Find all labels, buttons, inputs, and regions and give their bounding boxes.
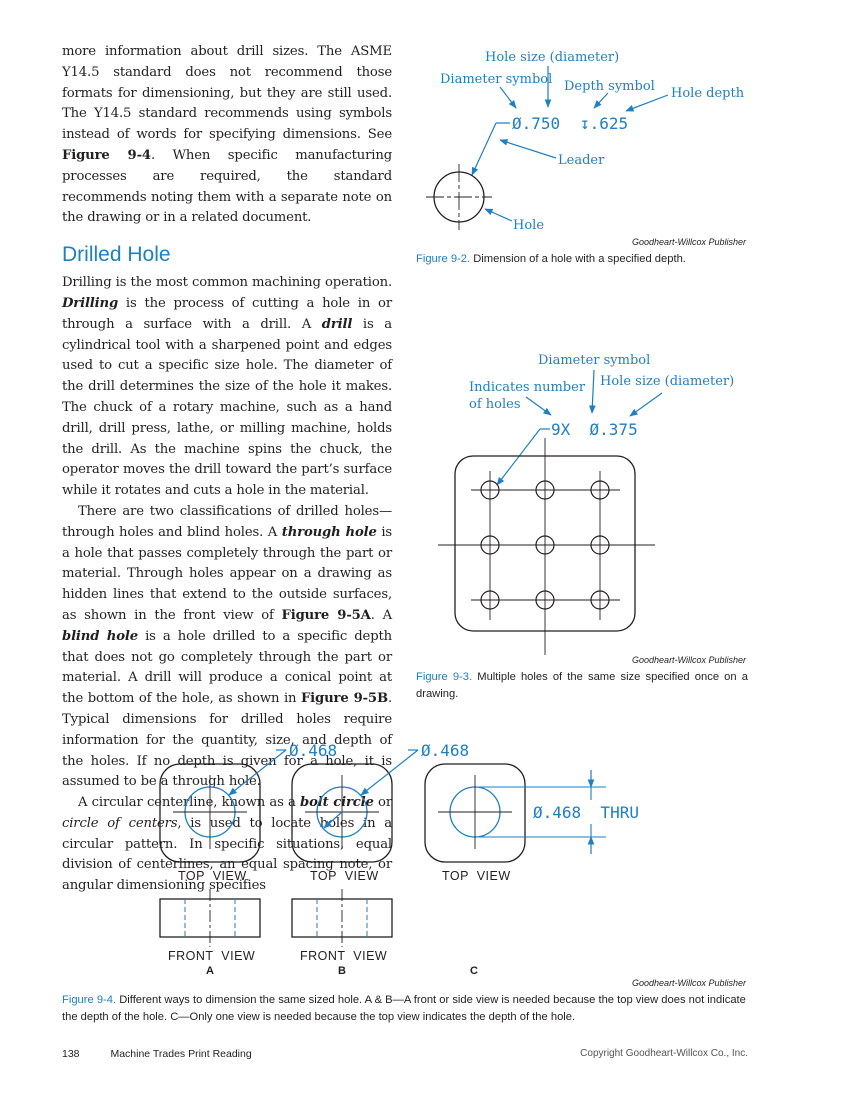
book-title: Machine Trades Print Reading bbox=[110, 1048, 252, 1060]
part-a-top bbox=[159, 763, 261, 863]
paragraph-hole-types: There are two classifications of drilled… bbox=[62, 503, 392, 790]
label-diameter-symbol: Diameter symbol bbox=[538, 353, 650, 368]
figure-9-4: Ø.468 TOP VIEW FRONT VIEW A Ø.468 TOP VI… bbox=[159, 741, 639, 977]
credit-fig-9-2: Goodheart-Willcox Publisher bbox=[632, 237, 746, 247]
page-footer: 138 Machine Trades Print Reading bbox=[62, 1048, 280, 1060]
dimension-depth: ↧.625 bbox=[580, 114, 628, 133]
arrow-hole-depth bbox=[625, 94, 669, 112]
label-top-view-a: TOP VIEW bbox=[178, 869, 247, 883]
page-number: 138 bbox=[62, 1048, 80, 1060]
leader-line bbox=[496, 428, 541, 486]
body-text-column: more information about drill sizes. The … bbox=[62, 42, 392, 897]
label-letter-b: B bbox=[338, 965, 346, 977]
label-front-view-b: FRONT VIEW bbox=[300, 949, 387, 963]
part-c-top bbox=[424, 763, 526, 863]
figure-reference: Figure 9-4 bbox=[62, 147, 151, 163]
arrow-diameter-symbol bbox=[499, 86, 517, 109]
term-drill: drill bbox=[321, 316, 353, 332]
caption-text: Different ways to dimension the same siz… bbox=[62, 994, 746, 1023]
label-hole: Hole bbox=[513, 218, 544, 233]
leader-a bbox=[228, 749, 287, 796]
dimension-text: 9X Ø.375 bbox=[551, 420, 638, 439]
label-hole-size: Hole size (diameter) bbox=[600, 374, 734, 389]
part-b-top bbox=[291, 763, 393, 863]
section-heading: Drilled Hole bbox=[62, 243, 171, 267]
paragraph-bolt-circle: A circular centerline, known as a bolt c… bbox=[62, 795, 392, 894]
figure-9-2: Hole size (diameter) Diameter symbol Dep… bbox=[426, 50, 745, 233]
arrow-count bbox=[525, 396, 552, 416]
leader-line bbox=[471, 122, 497, 176]
term-drilling: Drilling bbox=[62, 295, 119, 311]
term-through-hole: through hole bbox=[281, 524, 377, 540]
leader-b bbox=[360, 749, 419, 796]
caption-text: Dimension of a hole with a specified dep… bbox=[470, 253, 686, 265]
caption-number: Figure 9-2. bbox=[416, 253, 471, 265]
figure-reference: Figure 9-5A bbox=[281, 607, 371, 623]
figure-reference: Figure 9-5B bbox=[300, 691, 388, 707]
caption-fig-9-4: Figure 9-4. Different ways to dimension … bbox=[62, 992, 748, 1026]
paragraph-drilling: Drilling is the most common machining op… bbox=[62, 275, 392, 499]
caption-text: Multiple holes of the same size specifie… bbox=[416, 671, 748, 700]
label-hole-depth: Hole depth bbox=[671, 86, 745, 101]
copyright: Copyright Goodheart-Willcox Co., Inc. bbox=[580, 1048, 748, 1059]
arrow-hole-size bbox=[629, 392, 663, 417]
credit-fig-9-3: Goodheart-Willcox Publisher bbox=[632, 655, 746, 665]
term-bolt-circle: bolt circle bbox=[300, 795, 374, 811]
label-leader: Leader bbox=[558, 153, 605, 168]
term-circle-of-centers: circle of centers bbox=[62, 815, 178, 831]
hole-grid bbox=[480, 480, 610, 610]
arrow-leader bbox=[499, 139, 557, 159]
dimension-diameter: Ø.750 bbox=[512, 114, 560, 133]
caption-fig-9-2: Figure 9-2. Dimension of a hole with a s… bbox=[416, 251, 748, 268]
label-count-line2: of holes bbox=[469, 397, 521, 412]
paragraph-drill-sizes: more information about drill sizes. The … bbox=[62, 44, 392, 226]
credit-fig-9-4: Goodheart-Willcox Publisher bbox=[632, 978, 746, 988]
caption-number: Figure 9-3. bbox=[416, 671, 473, 683]
dimension-b: Ø.468 bbox=[421, 741, 469, 760]
dimension-c: Ø.468 THRU bbox=[533, 803, 639, 822]
label-depth-symbol: Depth symbol bbox=[564, 79, 655, 94]
dimension-a: Ø.468 bbox=[289, 741, 337, 760]
label-top-view-b: TOP VIEW bbox=[310, 869, 379, 883]
label-front-view-a: FRONT VIEW bbox=[168, 949, 255, 963]
arrow-hole bbox=[484, 208, 513, 222]
label-letter-c: C bbox=[470, 965, 478, 977]
label-hole-size: Hole size (diameter) bbox=[485, 50, 619, 65]
caption-number: Figure 9-4. bbox=[62, 994, 117, 1006]
arrow-diameter-symbol bbox=[588, 369, 596, 414]
figure-9-3: Diameter symbol Indicates number of hole… bbox=[438, 353, 734, 655]
label-diameter-symbol: Diameter symbol bbox=[440, 72, 552, 87]
arrow-depth-symbol bbox=[593, 92, 609, 109]
label-top-view-c: TOP VIEW bbox=[442, 869, 511, 883]
term-blind-hole: blind hole bbox=[62, 628, 138, 644]
caption-fig-9-3: Figure 9-3. Multiple holes of the same s… bbox=[416, 669, 748, 703]
label-letter-a: A bbox=[206, 965, 214, 977]
label-count-line1: Indicates number bbox=[469, 380, 586, 395]
